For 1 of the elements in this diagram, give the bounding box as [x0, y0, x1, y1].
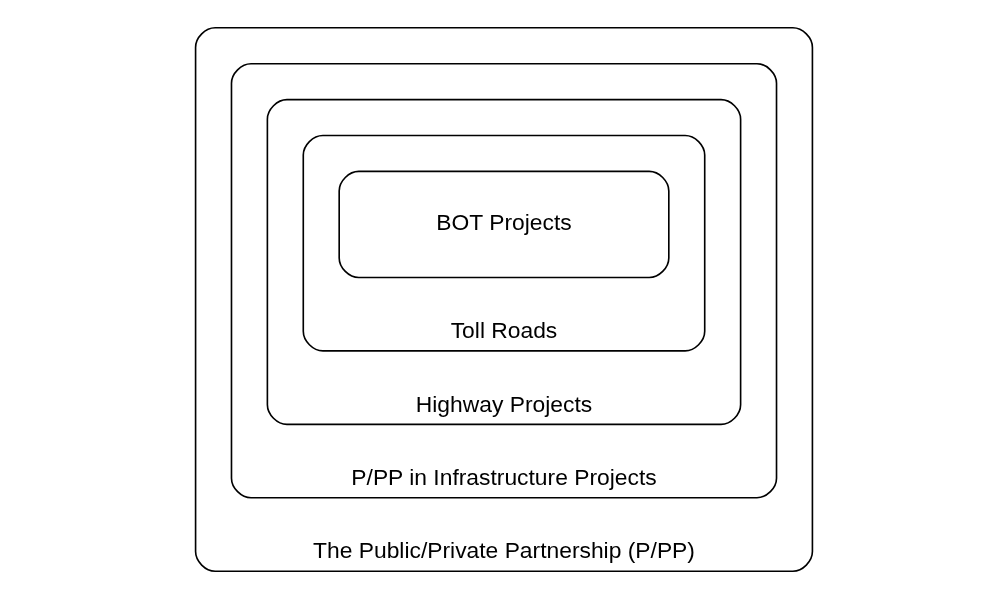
node-box: BOT Projects: [338, 170, 670, 279]
